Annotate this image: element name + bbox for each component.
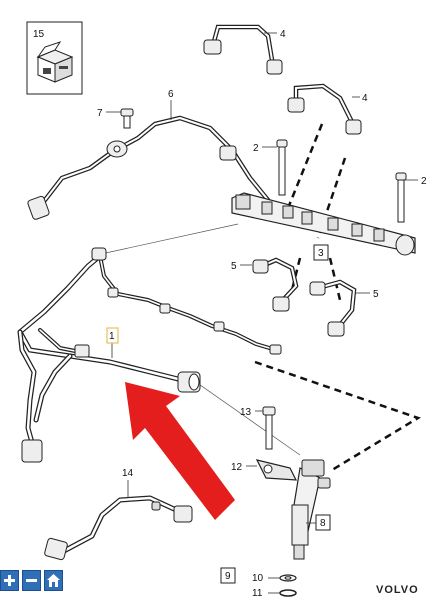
thin-leaders bbox=[100, 223, 301, 456]
callout-9: 9 bbox=[225, 571, 231, 582]
callout-13[interactable]: 13 bbox=[240, 407, 252, 418]
fuel-pipe-5-right[interactable] bbox=[309, 279, 357, 337]
bolt-13[interactable] bbox=[262, 406, 276, 450]
harness-connectors bbox=[21, 247, 282, 463]
callout-10[interactable]: 10 bbox=[252, 573, 264, 584]
zoom-out-button[interactable] bbox=[22, 570, 41, 591]
pipe-14-fittings bbox=[44, 501, 193, 561]
callout-8: 8 bbox=[320, 518, 326, 529]
callout-14[interactable]: 14 bbox=[122, 468, 134, 479]
callout-5-left[interactable]: 5 bbox=[231, 261, 237, 272]
bolt-7[interactable] bbox=[120, 108, 134, 129]
washer-10[interactable] bbox=[279, 574, 297, 582]
box-icon bbox=[36, 41, 74, 83]
callout-3: 3 bbox=[318, 248, 324, 259]
callout-2-right[interactable]: 2 bbox=[421, 176, 427, 187]
kit-box-15[interactable] bbox=[26, 21, 83, 95]
return-pipe-6[interactable] bbox=[27, 115, 271, 220]
callout-labels: 15 4 4 7 6 2 2 5 5 13 12 14 10 11 bbox=[33, 29, 427, 599]
home-icon bbox=[47, 574, 60, 587]
callout-2-left[interactable]: 2 bbox=[253, 143, 259, 154]
fuel-pipe-5-left[interactable] bbox=[252, 257, 299, 312]
fuel-line-harness-1[interactable] bbox=[17, 253, 278, 453]
callout-11[interactable]: 11 bbox=[252, 588, 263, 599]
callout-6[interactable]: 6 bbox=[168, 89, 174, 100]
callout-5-right[interactable]: 5 bbox=[373, 289, 379, 300]
brand-logo: VOLVO bbox=[376, 584, 419, 596]
clamp-12[interactable] bbox=[255, 459, 298, 481]
callout-4-upper[interactable]: 4 bbox=[280, 29, 286, 40]
injector-8[interactable] bbox=[291, 459, 331, 560]
bolt-2-left[interactable] bbox=[276, 139, 288, 196]
boxed-callout-3[interactable]: 3 bbox=[313, 244, 329, 261]
callout-12[interactable]: 12 bbox=[231, 462, 243, 473]
zoom-in-button[interactable] bbox=[0, 570, 19, 591]
plus-icon bbox=[4, 575, 15, 586]
callout-leaders bbox=[106, 32, 418, 594]
callout-7[interactable]: 7 bbox=[97, 108, 103, 119]
o-ring-11[interactable] bbox=[279, 589, 297, 597]
home-button[interactable] bbox=[44, 570, 63, 591]
minus-icon bbox=[26, 579, 37, 582]
boxed-callout-1[interactable]: 1 bbox=[106, 327, 119, 344]
boxed-callout-9[interactable]: 9 bbox=[220, 567, 236, 584]
callout-1: 1 bbox=[109, 331, 115, 342]
fuel-rail-3[interactable] bbox=[231, 192, 416, 256]
red-arrow bbox=[125, 382, 235, 520]
boxed-callout-8[interactable]: 8 bbox=[315, 514, 331, 531]
zoom-toolbar bbox=[0, 570, 63, 596]
fuel-pipe-4-lower[interactable] bbox=[287, 83, 362, 135]
fuel-pipe-4-upper[interactable] bbox=[203, 24, 283, 75]
callout-4-lower[interactable]: 4 bbox=[362, 93, 368, 104]
callout-15[interactable]: 15 bbox=[33, 29, 45, 40]
bolt-2-right[interactable] bbox=[395, 172, 407, 223]
fuel-pipe-14[interactable] bbox=[59, 495, 188, 555]
